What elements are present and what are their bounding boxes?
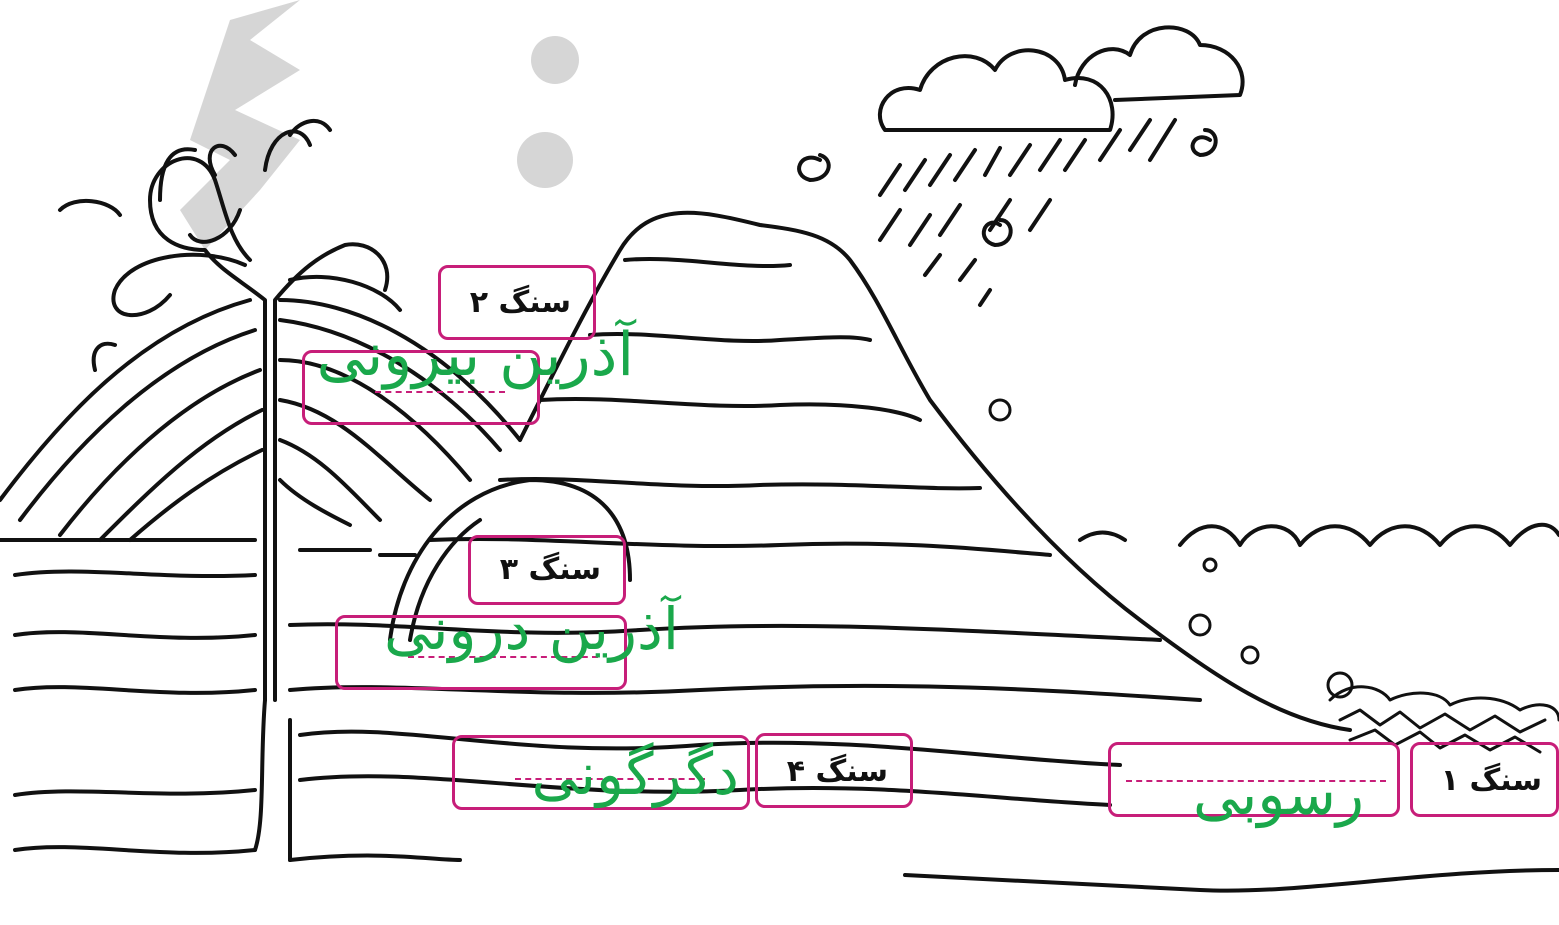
rock4-label-box: سنگ ۴ — [755, 733, 913, 808]
rock3-label: سنگ ۳ — [500, 552, 601, 587]
left-strata — [0, 540, 290, 860]
rock3-answer: آذرین درونی — [384, 600, 679, 658]
rock1-label-box: سنگ ۱ — [1410, 742, 1559, 817]
rock1-label: سنگ ۱ — [1441, 763, 1542, 798]
sea — [1080, 525, 1559, 545]
rock4-answer: دگرگونی — [531, 745, 739, 803]
rock2-answer: آذرین بیرونی — [317, 325, 634, 385]
rock1-answer: رسوبی — [1193, 765, 1364, 823]
cloud-left — [880, 50, 1113, 130]
rock2-answer-line — [375, 391, 505, 393]
rock2-label: سنگ ۲ — [470, 285, 571, 320]
rock4-label: سنگ ۴ — [787, 754, 888, 789]
sediment-pile — [990, 400, 1559, 752]
cloud-right — [1075, 27, 1243, 100]
